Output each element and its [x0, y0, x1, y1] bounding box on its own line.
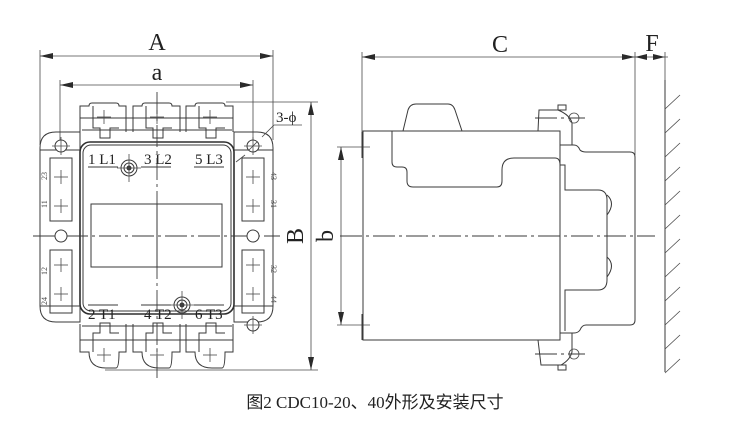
mounting-wall	[664, 80, 681, 374]
dimension-label-F: F	[645, 31, 658, 57]
hatch-line	[664, 166, 681, 182]
left-aux-contacts: 23 11 12 24	[40, 157, 73, 314]
front-view: A a B	[33, 30, 318, 378]
dimension-B: B	[105, 101, 318, 371]
top-terminals	[79, 102, 234, 139]
aux-label-31: 31	[269, 200, 278, 208]
aux-label-32: 32	[269, 265, 278, 273]
mounting-hole-icon	[244, 137, 262, 155]
hole-callout-label: 3-ϕ	[276, 110, 296, 126]
dimension-label-a: a	[152, 60, 163, 86]
mounting-hole-icon	[246, 229, 260, 243]
aux-label-43: 43	[269, 172, 278, 180]
hatch-line	[664, 358, 681, 374]
terminal-label-L2: 3 L2	[144, 152, 172, 168]
hatch-line	[664, 190, 681, 206]
dimension-A: A	[39, 30, 274, 145]
dimension-label-A: A	[148, 30, 166, 56]
hatch-line	[664, 142, 681, 158]
aux-label-11: 11	[40, 200, 49, 208]
hatch-line	[664, 286, 681, 302]
terminal-label-L3: 5 L3	[195, 152, 223, 168]
terminal-label-T1: 2 T1	[88, 307, 116, 323]
terminal-label-T3: 6 T3	[195, 307, 223, 323]
aux-label-12: 12	[40, 267, 49, 275]
dimension-label-C: C	[492, 32, 508, 58]
dimension-C: C	[361, 32, 636, 155]
terminal-label-T2: 4 T2	[144, 307, 172, 323]
aux-label-24: 24	[40, 297, 49, 305]
mounting-hole-icon	[244, 316, 262, 334]
hatch-line	[664, 238, 681, 254]
terminal-label-L1: 1 L1	[88, 152, 116, 168]
dimension-label-B: B	[283, 228, 309, 244]
hatch-line	[664, 214, 681, 230]
mounting-hole-icon	[54, 229, 68, 243]
bottom-terminals	[79, 322, 234, 369]
right-aux-contacts: 43 31 32 44	[241, 157, 278, 314]
mounting-hole-icon	[52, 137, 70, 155]
hatch-line	[664, 262, 681, 278]
screw-icon	[117, 154, 141, 182]
hatch-line	[664, 334, 681, 350]
dimension-a: a	[59, 60, 254, 150]
hatch-line	[664, 118, 681, 134]
hatch-line	[664, 310, 681, 326]
hatch-line	[664, 94, 681, 110]
hole-callout: 3-ϕ	[235, 110, 302, 163]
figure-caption: 图2 CDC10-20、40外形及安装尺寸	[246, 393, 504, 412]
dimension-F: F	[635, 31, 668, 80]
aux-label-23: 23	[40, 172, 49, 180]
aux-label-44: 44	[269, 295, 278, 303]
side-view: C F b	[313, 31, 681, 374]
dimension-label-b: b	[313, 230, 339, 242]
screw-icon	[170, 291, 194, 319]
